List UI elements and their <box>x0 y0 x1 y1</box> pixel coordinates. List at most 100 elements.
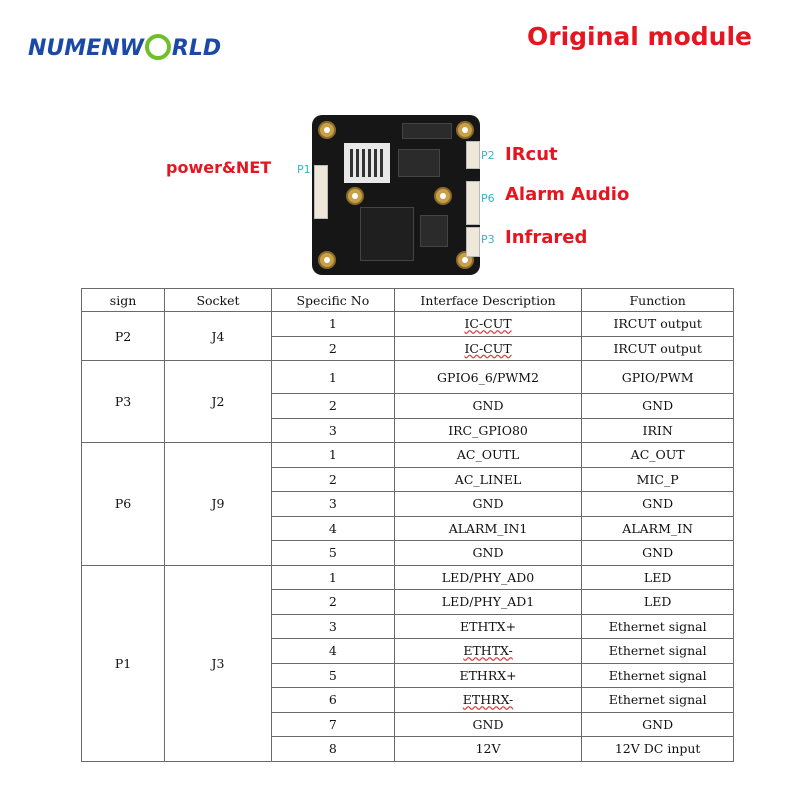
table-row: 3 IRC_GPIO80 IRIN <box>82 417 734 443</box>
cell-function: IRIN <box>581 417 734 443</box>
cell-function: GND <box>581 540 734 566</box>
table-row: 2 IC-CUT IRCUT output <box>82 335 734 361</box>
cell-no: 1 <box>270 564 395 590</box>
cell-function: Ethernet signal <box>581 687 734 713</box>
connector-p3 <box>466 227 480 257</box>
cell-sign: P3 <box>80 360 166 443</box>
cell-function: LED <box>581 589 734 615</box>
cell-socket: J4 <box>164 311 272 361</box>
cell-function: 12V DC input <box>581 736 734 762</box>
mounting-hole-icon <box>346 187 364 205</box>
label-ircut: IRcut <box>505 144 558 165</box>
cell-no: 5 <box>270 540 395 566</box>
page-title: Original module <box>527 22 752 51</box>
cell-no: 1 <box>270 442 395 468</box>
cell-no: 6 <box>270 687 395 713</box>
cell-interface: IC-CUT <box>393 335 583 361</box>
cell-no: 1 <box>270 360 395 394</box>
connector-p6 <box>466 181 480 225</box>
cell-no: 2 <box>270 589 395 615</box>
col-header-interface-description: Interface Description <box>393 288 583 312</box>
cell-function: GND <box>581 711 734 737</box>
cell-socket: J3 <box>164 564 272 762</box>
table-row: 3 GND GND <box>82 491 734 517</box>
cell-no: 2 <box>270 466 395 492</box>
table-row: P6 J9 1 AC_OUTL AC_OUT <box>80 442 734 566</box>
table-row: P1 J3 1 LED/PHY_AD0 LED <box>80 564 734 762</box>
cell-interface: ETHRX- <box>393 687 583 713</box>
mounting-hole-icon <box>318 121 336 139</box>
col-header-function: Function <box>581 288 734 312</box>
cell-no: 2 <box>270 393 395 419</box>
cell-no: 8 <box>270 736 395 762</box>
cell-function: GPIO/PWM <box>581 360 734 394</box>
connector-p2 <box>466 141 480 169</box>
cell-no: 1 <box>270 311 395 337</box>
interface-text: ETHRX- <box>462 692 514 708</box>
cell-function: Ethernet signal <box>581 662 734 688</box>
col-header-specific-no: Specific No <box>270 288 395 312</box>
cell-no: 5 <box>270 662 395 688</box>
chip <box>420 215 448 247</box>
logo-text-left: NUMENW <box>28 36 144 61</box>
cell-interface: ALARM_IN1 <box>393 515 583 541</box>
cell-no: 3 <box>270 613 395 639</box>
pad-p1: P1 <box>297 163 311 176</box>
cell-no: 3 <box>270 417 395 443</box>
table-row: 2 AC_LINEL MIC_P <box>82 466 734 492</box>
qr-label <box>344 143 390 183</box>
cell-interface: GND <box>393 491 583 517</box>
mounting-hole-icon <box>318 251 336 269</box>
cell-interface: AC_LINEL <box>393 466 583 492</box>
mounting-hole-icon <box>456 121 474 139</box>
cell-function: Ethernet signal <box>581 613 734 639</box>
cell-function: Ethernet signal <box>581 638 734 664</box>
cell-sign: P1 <box>80 564 166 762</box>
cell-no: 3 <box>270 491 395 517</box>
logo-text-right: RLD <box>171 36 222 61</box>
cell-sign: P6 <box>80 442 166 566</box>
col-header-sign: sign <box>80 288 166 312</box>
cell-sign: P2 <box>80 311 166 361</box>
col-header-socket: Socket <box>164 288 272 312</box>
table-header-row: sign Socket Specific No Interface Descri… <box>80 288 734 312</box>
cell-function: GND <box>581 491 734 517</box>
cell-no: 4 <box>270 515 395 541</box>
cell-interface: AC_OUTL <box>393 442 583 468</box>
label-alarm-audio: Alarm Audio <box>505 184 630 205</box>
cell-interface: LED/PHY_AD0 <box>393 564 583 590</box>
pad-p2: P2 <box>481 149 495 162</box>
cell-function: IRCUT output <box>581 311 734 337</box>
cell-interface: 12V <box>393 736 583 762</box>
cell-function: MIC_P <box>581 466 734 492</box>
main-soc-chip <box>360 207 414 261</box>
cell-function: GND <box>581 393 734 419</box>
cell-function: LED <box>581 564 734 590</box>
cell-interface: IRC_GPIO80 <box>393 417 583 443</box>
cell-interface: ETHRX+ <box>393 662 583 688</box>
connector-p1 <box>314 165 328 219</box>
cell-interface: ETHTX+ <box>393 613 583 639</box>
cell-no: 2 <box>270 335 395 361</box>
cell-interface: IC-CUT <box>393 311 583 337</box>
cell-interface: GND <box>393 540 583 566</box>
cell-function: ALARM_IN <box>581 515 734 541</box>
interface-text: IC-CUT <box>464 316 512 332</box>
table-row: P3 J2 1 GPIO6_6/PWM2 GPIO/PWM <box>80 360 734 443</box>
table-row: 2 GND GND <box>82 393 734 419</box>
cell-socket: J9 <box>164 442 272 566</box>
pad-p3: P3 <box>481 233 495 246</box>
pad-p6: P6 <box>481 192 495 205</box>
chip <box>402 123 452 139</box>
chip <box>398 149 440 177</box>
cell-interface: ETHTX- <box>393 638 583 664</box>
pinout-table: sign Socket Specific No Interface Descri… <box>80 288 734 762</box>
label-power-net: power&NET <box>166 158 272 177</box>
interface-text: ETHTX- <box>463 643 513 659</box>
label-infrared: Infrared <box>505 227 588 248</box>
table-row: P2 J4 1 IC-CUT IRCUT output <box>80 311 734 361</box>
brand-logo: NUMENW RLD <box>28 34 221 66</box>
cell-no: 7 <box>270 711 395 737</box>
cell-interface: LED/PHY_AD1 <box>393 589 583 615</box>
cell-function: AC_OUT <box>581 442 734 468</box>
